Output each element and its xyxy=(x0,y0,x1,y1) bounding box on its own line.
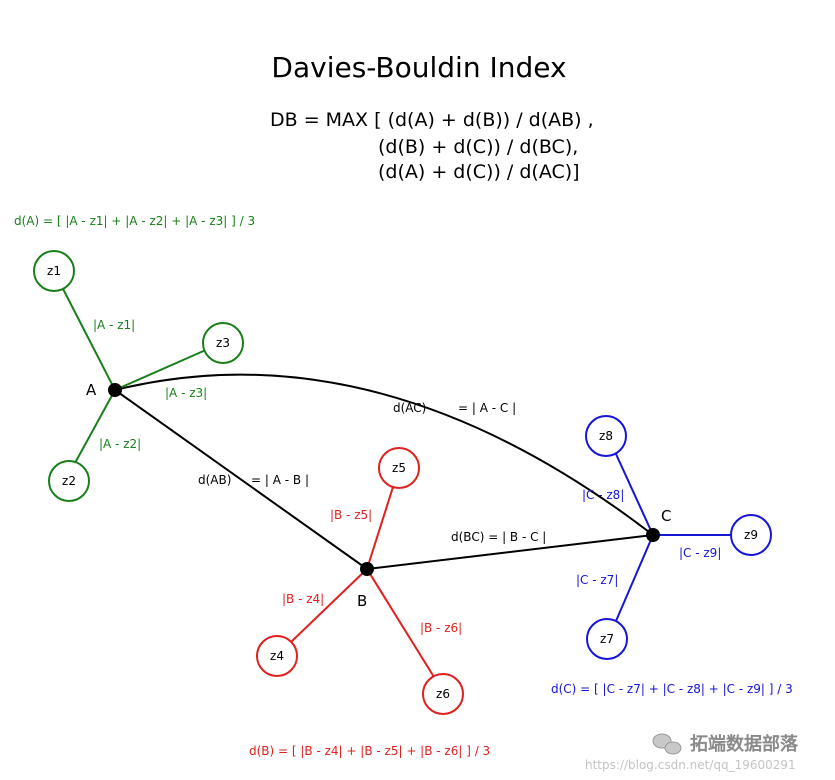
point-z1 xyxy=(33,250,75,292)
centroid-links xyxy=(114,373,654,570)
point-z5-label: z5 xyxy=(392,461,406,475)
cluster-b xyxy=(256,447,464,715)
point-z1-label: z1 xyxy=(47,264,61,278)
centroid-c-label: C xyxy=(661,507,671,525)
cluster-c xyxy=(585,415,772,660)
edge-b-z5 xyxy=(366,486,394,570)
watermark-url: https://blog.csdn.net/qq_19600291 xyxy=(585,758,796,772)
edge-label-a-z2: |A - z2| xyxy=(99,437,141,451)
link-label-bc: d(BC) = | B - C | xyxy=(451,530,546,544)
formula-line-1: DB = MAX [ (d(A) + d(B)) / d(AB) , xyxy=(270,109,594,131)
point-z5 xyxy=(378,447,420,489)
diagram-title: Davies-Bouldin Index xyxy=(271,51,566,84)
formula-line-2: (d(B) + d(C)) / d(BC), xyxy=(378,136,578,158)
point-z4 xyxy=(256,635,298,677)
edge-label-b-z5: |B - z5| xyxy=(330,508,372,522)
link-a-b xyxy=(114,389,368,570)
cluster-a-formula: d(A) = [ |A - z1| + |A - z2| + |A - z3| … xyxy=(14,214,255,228)
link-label-ab-def: = | A - B | xyxy=(251,473,309,487)
watermark-brand: 拓端数据部落 xyxy=(690,733,799,755)
point-z9-label: z9 xyxy=(744,528,758,542)
point-z6 xyxy=(422,673,464,715)
edge-label-c-z8: |C - z8| xyxy=(582,488,624,502)
edge-label-a-z1: |A - z1| xyxy=(93,318,135,332)
centroid-a xyxy=(108,383,122,397)
centroid-a-label: A xyxy=(86,381,97,399)
point-z6-label: z6 xyxy=(436,687,450,701)
edge-label-c-z9: |C - z9| xyxy=(679,546,721,560)
edge-b-z6 xyxy=(366,568,435,678)
edge-label-b-z4: |B - z4| xyxy=(282,592,324,606)
point-z2-label: z2 xyxy=(62,474,76,488)
centroid-b xyxy=(360,562,374,576)
point-z8 xyxy=(585,415,627,457)
point-z3 xyxy=(202,322,244,364)
point-z4-label: z4 xyxy=(270,649,284,663)
wechat-icon xyxy=(652,733,682,755)
cluster-c-formula: d(C) = [ |C - z7| + |C - z8| + |C - z9| … xyxy=(551,682,793,696)
link-b-c xyxy=(366,534,654,570)
edge-a-z2 xyxy=(74,389,116,464)
edge-label-a-z3: |A - z3| xyxy=(165,386,207,400)
edge-label-c-z7: |C - z7| xyxy=(576,573,618,587)
link-label-ac-def: = | A - C | xyxy=(458,401,516,415)
watermark: 拓端数据部落 https://blog.csdn.net/qq_19600291 xyxy=(585,733,799,772)
point-z9 xyxy=(730,514,772,556)
point-z2 xyxy=(48,460,90,502)
edge-c-z7 xyxy=(615,534,654,622)
point-z8-label: z8 xyxy=(599,429,613,443)
centroid-b-label: B xyxy=(357,592,367,610)
cluster-b-formula: d(B) = [ |B - z4| + |B - z5| + |B - z6| … xyxy=(249,744,490,758)
centroid-c xyxy=(646,528,660,542)
link-label-ab-name: d(AB) xyxy=(198,473,231,487)
point-z7-label: z7 xyxy=(600,632,614,646)
link-label-ac-name: d(AC) xyxy=(393,401,426,415)
edge-a-z3 xyxy=(114,348,209,391)
edge-a-z1 xyxy=(59,282,116,391)
edge-label-b-z6: |B - z6| xyxy=(420,621,462,635)
formula-line-3: (d(A) + d(C)) / d(AC)] xyxy=(378,161,580,183)
edge-c-z8 xyxy=(615,453,654,536)
cluster-a xyxy=(33,250,244,502)
link-a-c xyxy=(114,373,654,536)
point-z7 xyxy=(586,618,628,660)
point-z3-label: z3 xyxy=(216,336,230,350)
edge-b-z4 xyxy=(290,568,368,643)
